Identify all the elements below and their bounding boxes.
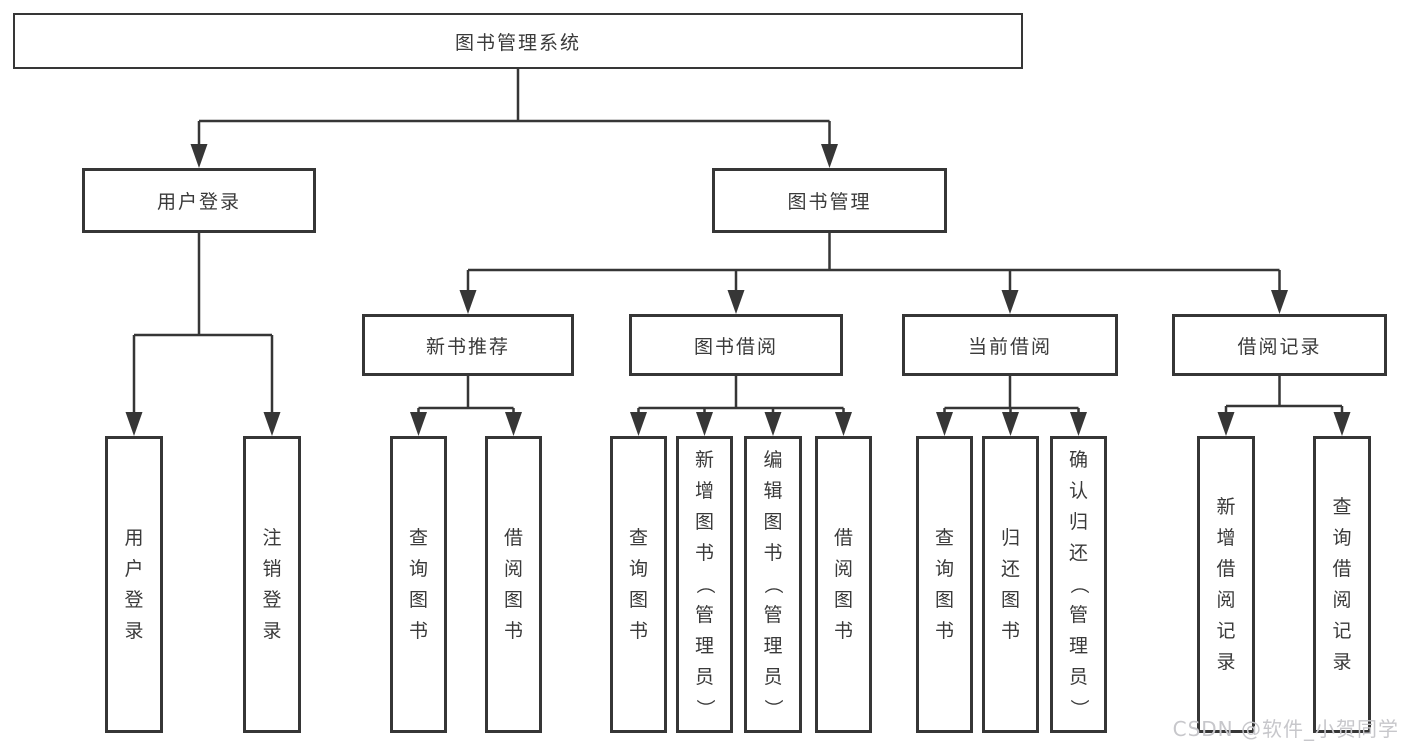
leaf-nbr-query-books: 查询图书 (390, 436, 447, 733)
leaf-bb-add-books-admin-label: 新增图书（管理员） (693, 449, 716, 719)
node-book-borrowing-label: 图书借阅 (693, 335, 778, 358)
leaf-bb-query-books-label: 查询图书 (628, 526, 648, 642)
leaf-cb-query-books-label: 查询图书 (934, 526, 954, 642)
leaf-br-add-record-label: 新增借阅记录 (1216, 495, 1236, 673)
node-borrow-records: 借阅记录 (1172, 314, 1387, 376)
node-current-borrowing: 当前借阅 (902, 314, 1118, 376)
leaf-logout-label: 注销登录 (262, 526, 282, 642)
leaf-bb-add-books-admin: 新增图书（管理员） (676, 436, 733, 733)
leaf-bb-borrow-books: 借阅图书 (815, 436, 872, 733)
node-user-login: 用户登录 (82, 168, 316, 233)
leaf-cb-confirm-return-admin-label: 确认归还（管理员） (1067, 449, 1090, 719)
leaf-nbr-borrow-books: 借阅图书 (485, 436, 542, 733)
node-book-management-label: 图书管理 (787, 191, 872, 213)
node-system-root-label: 图书管理系统 (454, 31, 581, 54)
node-current-borrowing-label: 当前借阅 (967, 335, 1052, 358)
leaf-bb-edit-books-admin-label: 编辑图书（管理员） (762, 449, 785, 719)
leaf-br-query-record-label: 查询借阅记录 (1332, 495, 1352, 673)
node-book-borrowing: 图书借阅 (629, 314, 843, 376)
node-borrow-records-label: 借阅记录 (1237, 335, 1322, 358)
leaf-cb-query-books: 查询图书 (916, 436, 973, 733)
node-book-management: 图书管理 (712, 168, 947, 233)
leaf-bb-borrow-books-label: 借阅图书 (833, 526, 853, 642)
csdn-watermark: CSDN @软件_小贺同学 (1172, 717, 1399, 741)
leaf-user-login: 用户登录 (105, 436, 163, 733)
leaf-br-add-record: 新增借阅记录 (1197, 436, 1255, 733)
leaf-bb-query-books: 查询图书 (610, 436, 667, 733)
leaf-bb-edit-books-admin: 编辑图书（管理员） (744, 436, 802, 733)
node-new-book-recommend: 新书推荐 (362, 314, 574, 376)
node-system-root: 图书管理系统 (13, 13, 1023, 69)
leaf-nbr-query-books-label: 查询图书 (408, 526, 428, 642)
leaf-cb-return-books-label: 归还图书 (1000, 526, 1020, 642)
leaf-cb-return-books: 归还图书 (982, 436, 1039, 733)
leaf-logout: 注销登录 (243, 436, 301, 733)
node-user-login-label: 用户登录 (156, 191, 241, 213)
leaf-nbr-borrow-books-label: 借阅图书 (503, 526, 523, 642)
node-new-book-recommend-label: 新书推荐 (425, 335, 510, 358)
leaf-br-query-record: 查询借阅记录 (1313, 436, 1371, 733)
leaf-cb-confirm-return-admin: 确认归还（管理员） (1050, 436, 1107, 733)
leaf-user-login-label: 用户登录 (124, 526, 144, 642)
